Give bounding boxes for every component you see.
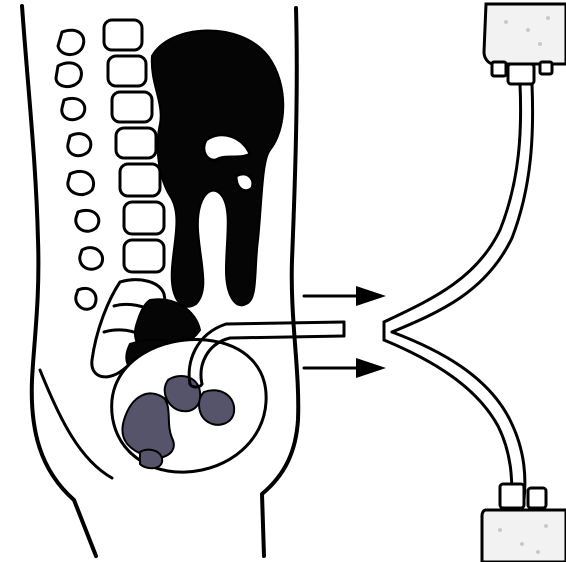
upper-bag-port [508, 64, 534, 84]
rib-fragment [76, 210, 99, 231]
y-tubing [384, 84, 533, 500]
contrast-pool [199, 390, 234, 425]
bag-texture [520, 542, 524, 546]
lower-bag-body [482, 510, 566, 562]
bag-texture [498, 528, 502, 532]
colon-upper [152, 30, 283, 306]
rib-fragment [80, 248, 103, 270]
vertebra [124, 202, 164, 234]
rib-fragment [68, 171, 94, 194]
vertebra [104, 20, 142, 50]
lower-bag-port [500, 484, 524, 508]
arrow-lower-head [356, 358, 386, 378]
bag-texture [536, 550, 540, 554]
bag-texture [504, 20, 508, 24]
rib-fragment [76, 288, 96, 309]
bag-texture [544, 524, 548, 528]
buttock-crease [40, 370, 112, 478]
rib-fragments [56, 30, 103, 309]
vertebra [116, 128, 156, 158]
bag-texture [546, 16, 550, 20]
tube-upper-outer [384, 84, 521, 322]
upper-bag-clip [492, 62, 506, 76]
lower-bag [482, 484, 566, 562]
tube-upper-inner [392, 84, 533, 332]
contrast-pool [140, 450, 162, 469]
vertebra [120, 164, 160, 196]
upper-bag-clip [540, 62, 552, 74]
rib-fragment [56, 63, 81, 87]
lower-bag-clip [528, 488, 546, 508]
pelvic-sac [112, 340, 266, 473]
tube-lower-outer [392, 332, 525, 500]
rib-fragment [62, 98, 85, 119]
bag-texture [538, 42, 542, 46]
tube-lower-inner [384, 340, 512, 500]
vertebra [112, 92, 152, 122]
colon-fold [236, 174, 253, 191]
rib-fragment [68, 134, 91, 156]
back-outline [22, 6, 96, 556]
bag-texture [526, 28, 530, 32]
vertebra [108, 56, 146, 86]
vertebra [124, 240, 164, 272]
upper-bag-body [484, 4, 566, 64]
arrow-upper-head [356, 286, 386, 306]
rib-fragment [58, 30, 84, 54]
upper-bag [484, 4, 566, 84]
